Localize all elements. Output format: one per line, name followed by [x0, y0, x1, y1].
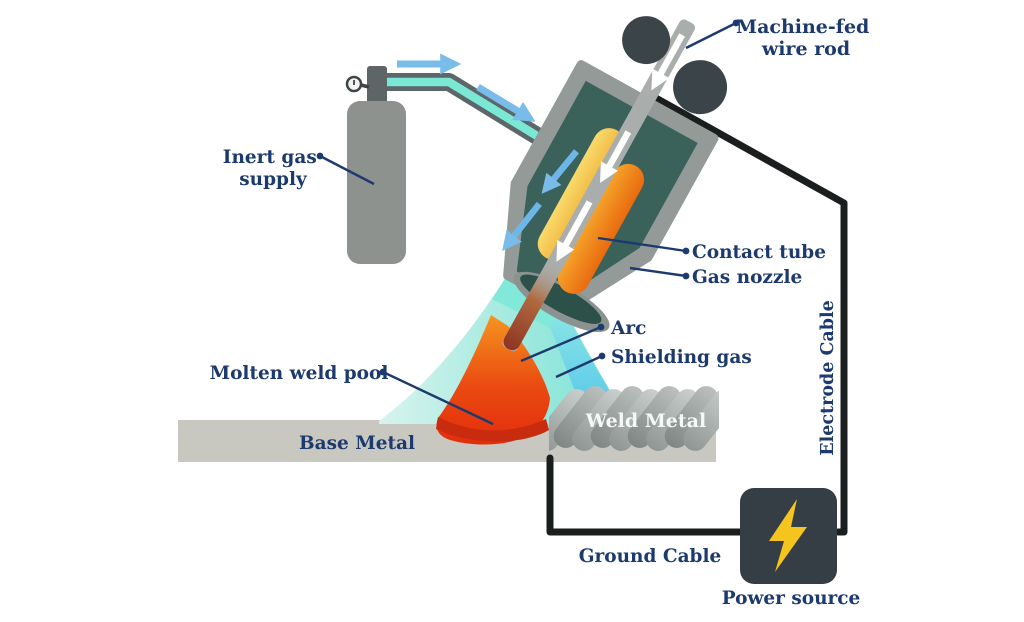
- leader-lines: [316, 19, 740, 426]
- gas-flow-arrows: [397, 53, 536, 122]
- label-shielding-gas: Shielding gas: [611, 347, 752, 368]
- wire-glowing-tip: [503, 259, 562, 351]
- wire-feed-arrow-icon: [600, 130, 632, 184]
- gas-hose: [386, 73, 565, 158]
- leader-contact-tube: [597, 236, 687, 253]
- label-electrode-cable: Electrode Cable: [818, 300, 838, 456]
- leader-molten-pool: [382, 370, 494, 426]
- wire-feed-arrow-icon: [556, 200, 593, 262]
- lightning-bolt-icon: [769, 499, 807, 572]
- cylinder-neck: [367, 66, 387, 106]
- label-inert-gas-supply: Inert gas supply: [223, 147, 323, 190]
- feed-roller: [673, 60, 728, 115]
- leader-arc: [520, 325, 602, 363]
- wire-feed-arrows: [556, 33, 685, 262]
- gas-flow-arrow-icon: [541, 149, 579, 194]
- leader-shielding-gas: [555, 354, 603, 379]
- gas-flow-arrow-icon: [476, 84, 536, 122]
- label-gas-nozzle: Gas nozzle: [692, 267, 802, 288]
- electrode-cable-line: [652, 94, 848, 536]
- welding-torch: [502, 16, 728, 352]
- gas-flow-arrow-icon: [502, 201, 542, 251]
- label-arc: Arc: [610, 318, 646, 339]
- wire-feed-arrow-icon: [651, 33, 685, 91]
- leader-machine-fed: [685, 21, 737, 50]
- gas-cylinder: [345, 66, 406, 264]
- feed-roller: [622, 16, 671, 65]
- labels: Machine-fed wire rod Inert gas supply Co…: [210, 16, 876, 609]
- internal-gas-arrows: [502, 149, 579, 251]
- leader-gas-nozzle: [629, 266, 687, 278]
- label-molten-weld-pool: Molten weld pool: [210, 363, 389, 384]
- cylinder-body: [347, 101, 406, 264]
- weld-bead: [549, 386, 719, 451]
- leader-inert-gas: [319, 154, 375, 186]
- contact-tube-orange: [557, 163, 645, 294]
- power-source-box: [740, 488, 837, 584]
- label-power-source: Power source: [722, 588, 861, 609]
- label-weld-metal: Weld Metal: [585, 410, 706, 432]
- label-base-metal: Base Metal: [299, 433, 415, 454]
- ground-cable-line: [546, 454, 745, 536]
- label-contact-tube: Contact tube: [692, 242, 826, 263]
- label-ground-cable: Ground Cable: [579, 546, 722, 567]
- molten-weld-pool-shape: [436, 315, 550, 445]
- label-machine-fed-wire-rod: Machine-fed wire rod: [736, 16, 876, 60]
